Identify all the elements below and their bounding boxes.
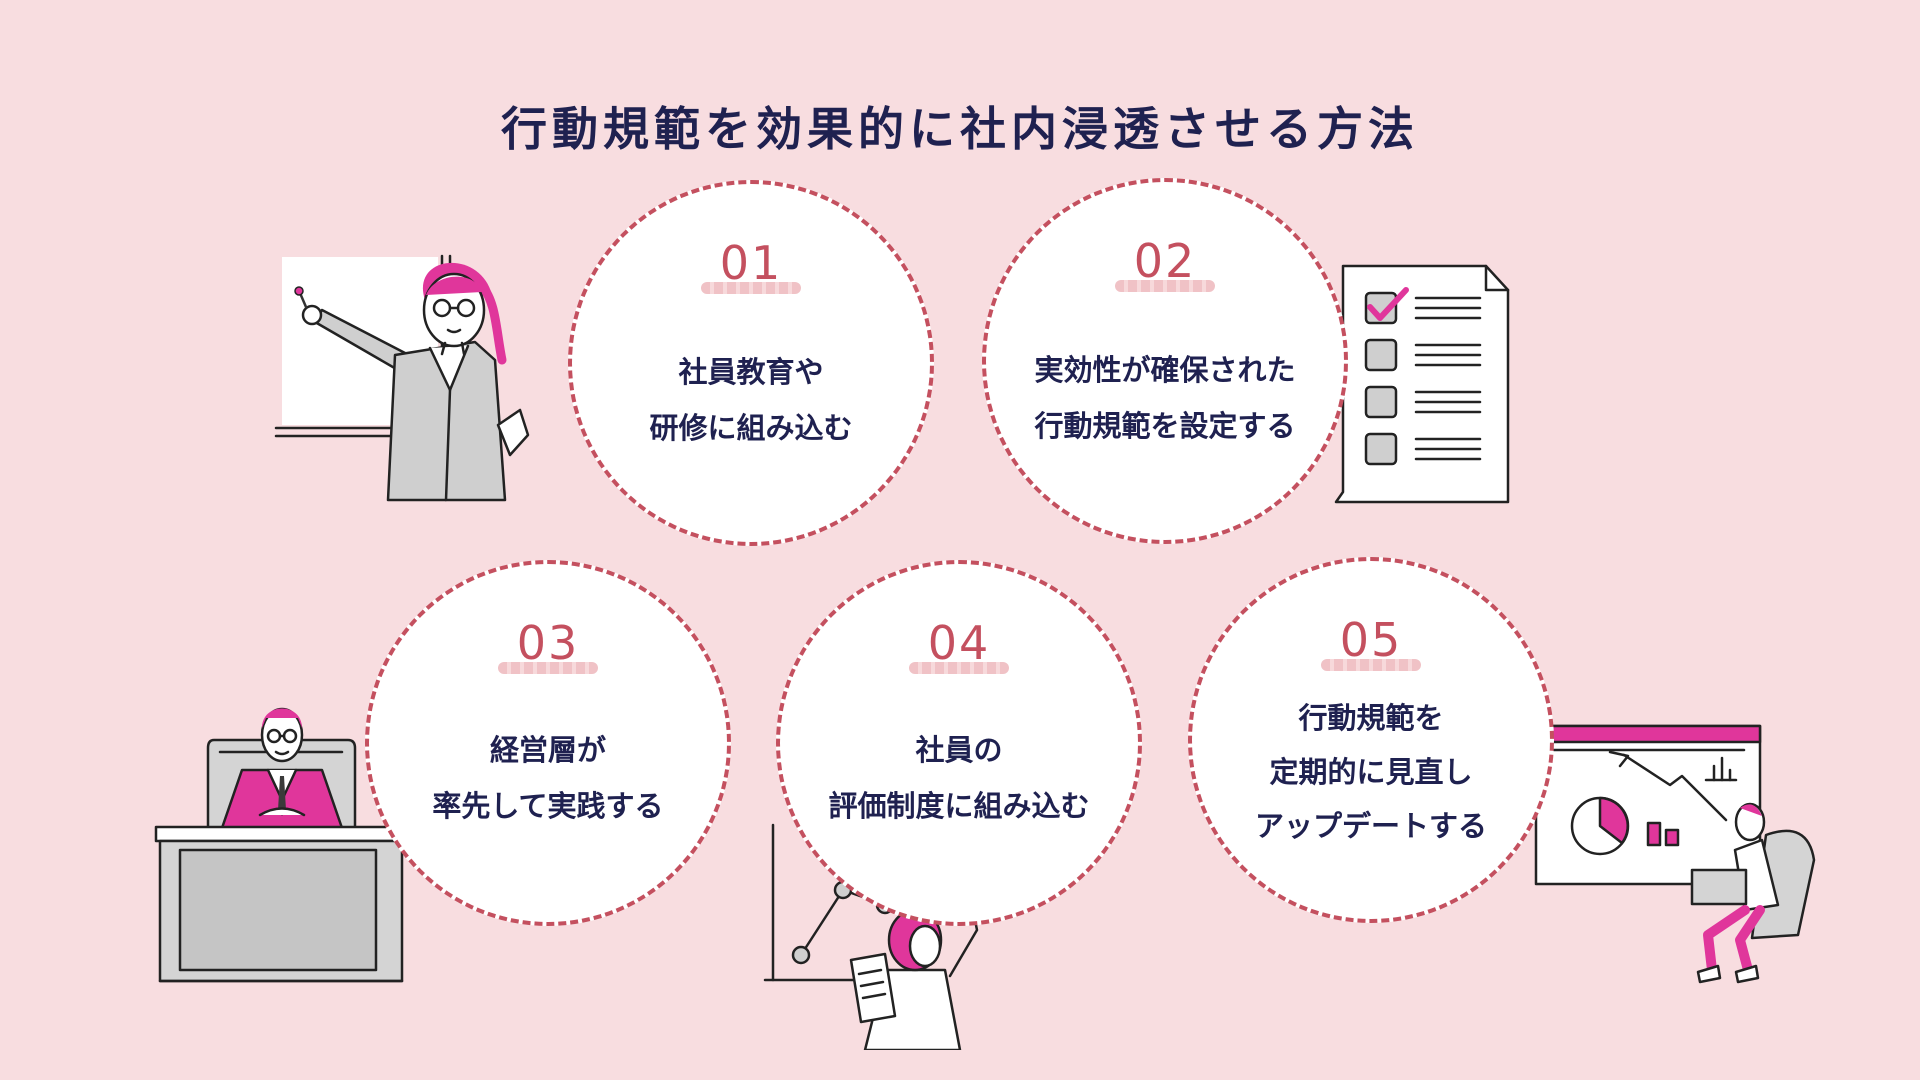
step-label-line: 行動規範を <box>1298 701 1444 735</box>
step-label: 社員教育や 研修に組み込む <box>572 344 930 456</box>
step-number: 05 <box>1339 613 1403 667</box>
executive-desk-illustration <box>154 707 408 983</box>
step-label-line: 研修に組み込む <box>649 411 853 445</box>
step-label-line: 定期的に見直し <box>1269 755 1473 789</box>
step-label: 実効性が確保された 行動規範を設定する <box>986 342 1344 454</box>
number-underline-brush <box>498 662 598 674</box>
step-circle-01: 01 社員教育や 研修に組み込む <box>568 180 934 546</box>
presenter-illustration <box>274 254 530 502</box>
step-number: 04 <box>927 616 991 670</box>
step-label-line: 社員の <box>915 733 1003 767</box>
step-label-line: 社員教育や <box>678 355 824 389</box>
step-circle-05: 05 行動規範を 定期的に見直し アップデートする <box>1188 557 1554 923</box>
step-label-line: 実効性が確保された <box>1034 353 1296 387</box>
number-underline-brush <box>1321 659 1421 671</box>
number-underline-brush <box>1115 280 1215 292</box>
step-label: 経営層が 率先して実践する <box>369 722 727 834</box>
checklist-document-illustration <box>1334 264 1510 504</box>
number-underline-brush <box>909 662 1009 674</box>
step-label-line: 率先して実践する <box>432 789 664 823</box>
step-circle-04: 04 社員の 評価制度に組み込む <box>776 560 1142 926</box>
page-title: 行動規範を効果的に社内浸透させる方法 <box>501 101 1419 156</box>
step-label-line: アップデートする <box>1254 809 1487 843</box>
number-underline-brush <box>701 282 801 294</box>
step-number: 01 <box>719 236 783 290</box>
step-label: 社員の 評価制度に組み込む <box>780 722 1138 834</box>
step-circle-02: 02 実効性が確保された 行動規範を設定する <box>982 178 1348 544</box>
step-label: 行動規範を 定期的に見直し アップデートする <box>1192 691 1550 853</box>
step-number: 02 <box>1133 234 1197 288</box>
step-circle-03: 03 経営層が 率先して実践する <box>365 560 731 926</box>
step-label-line: 経営層が <box>489 733 606 767</box>
step-label-line: 評価制度に組み込む <box>828 789 1090 823</box>
step-label-line: 行動規範を設定する <box>1034 409 1296 443</box>
dashboard-review-illustration <box>1534 724 1816 984</box>
step-number: 03 <box>516 616 580 670</box>
